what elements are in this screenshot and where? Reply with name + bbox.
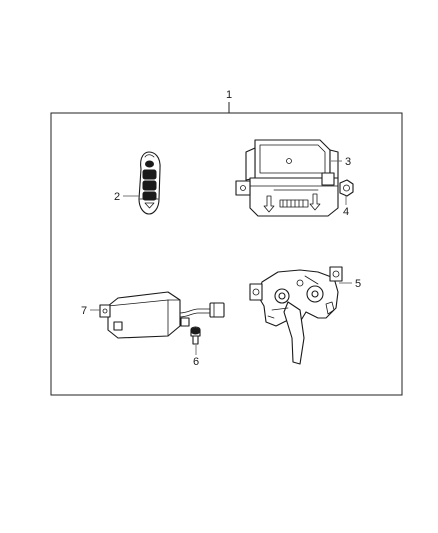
callout-7: 7 (81, 305, 87, 317)
callout-1: 1 (226, 89, 232, 101)
bolt-illustration (190, 326, 201, 345)
sensor-module-illustration (99, 291, 225, 339)
callout-4: 4 (343, 206, 349, 218)
callout-6: 6 (193, 356, 199, 368)
callout-5: 5 (355, 278, 361, 290)
key-fob-illustration (138, 151, 161, 215)
nut-illustration (339, 179, 354, 197)
callout-2: 2 (114, 191, 120, 203)
control-module-illustration (235, 139, 339, 217)
kit-frame (50, 112, 403, 396)
latch-illustration (249, 266, 343, 365)
callout-3: 3 (345, 156, 351, 168)
